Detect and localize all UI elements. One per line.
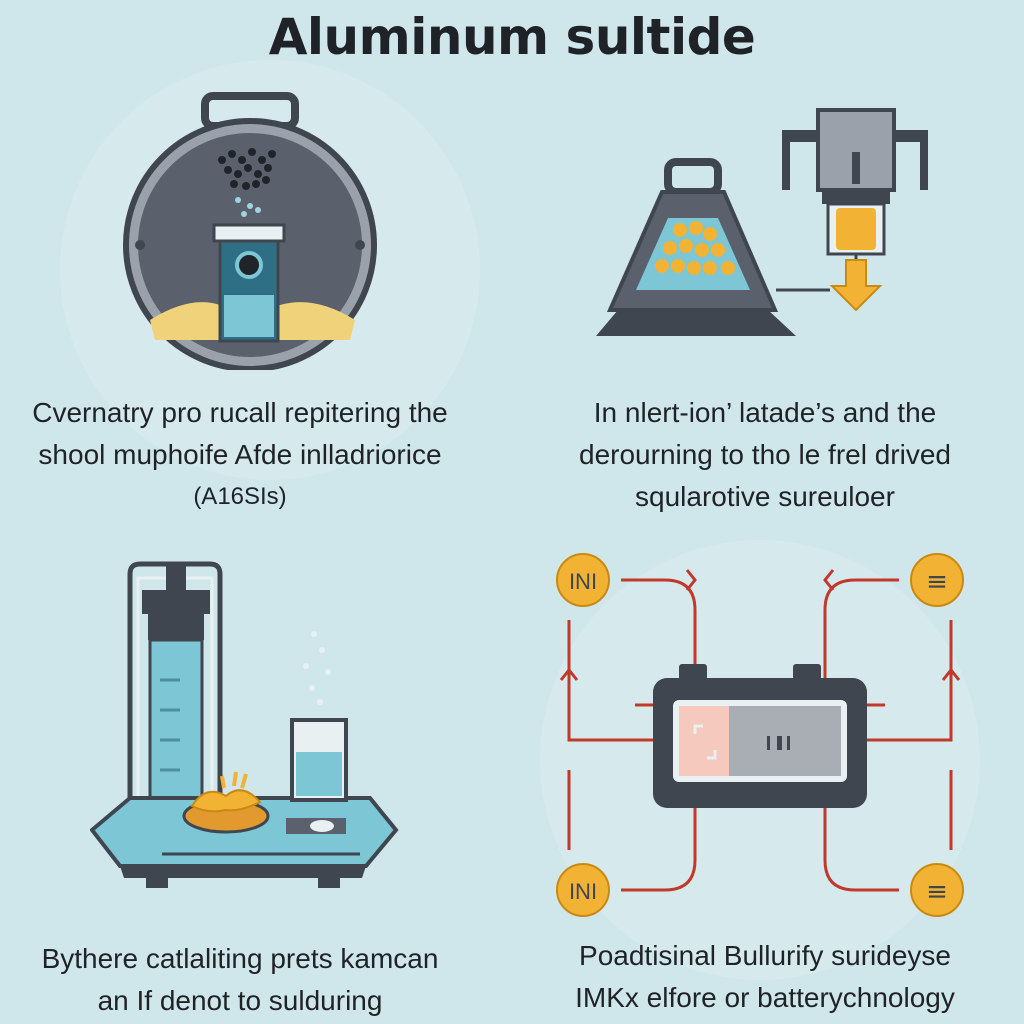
page-title: Aluminum sultide [268,8,756,66]
vial-liquid [836,208,876,250]
reactor-illustration [596,108,928,336]
rim-bolt [355,240,365,250]
node-label: INI [569,879,597,904]
node-label: INI [569,569,597,594]
column-top [166,562,186,592]
caption-bottom-left: Bythere catlaliting prets kamcan an If d… [10,938,470,1022]
glass-column [148,638,204,820]
lab-apparatus-illustration [90,561,399,888]
node-label: ≡ [926,567,948,597]
caption-line: Cvernatry pro rucall repitering the [32,397,448,428]
circuit-node-top-left [556,553,610,607]
vapor-lines [220,771,248,789]
control-knob[interactable] [310,820,334,832]
battery-terminal-negative [679,664,707,680]
bench-foot [318,878,340,888]
dispenser-collar [822,190,890,204]
caption-line: Bythere catlaliting prets kamcan [41,943,439,974]
crucible-window [235,251,263,279]
wire-arrows [559,569,961,681]
caption-line: sqularotive sureuloer [635,481,895,512]
circuit-node-bottom-right [910,863,964,917]
charge-level [679,706,729,776]
bench-foot [146,878,168,888]
display-bars [767,736,790,750]
rim-bolt [135,240,145,250]
display-glyph [693,724,717,760]
flask-particles [655,221,735,275]
circuit-node-bottom-left [556,863,610,917]
column-cap [142,590,210,614]
column-markings [160,678,180,772]
empty-capacity [729,706,841,776]
caption-line: shool muphoife Afde inlladriorice [38,439,442,470]
caption-line: derourning to tho le frel drived [579,439,951,470]
caption-bottom-right: Poadtisinal Bullurify surideyse IMKx elf… [530,935,1000,1019]
bubbles [303,631,331,705]
crucible-lid [212,223,286,243]
falling-particles [235,197,261,217]
column-collar [148,614,204,640]
caption-line: an If denot to sulduring [97,985,383,1016]
sulfur-sample [190,789,262,813]
chemical-formula: (A16SIs) [193,483,287,510]
furnace-illustration [123,92,377,370]
circuit-node-top-right [910,553,964,607]
caption-line: In nlert-ion’ latade’s and the [593,397,937,428]
beaker-liquid [296,752,342,796]
flask-base [596,310,796,336]
flask-handle [664,158,722,196]
particle-cloud [218,148,276,190]
crucible-liquid [224,295,274,337]
bench-edge [120,866,366,878]
dispenser-slot [852,152,860,184]
caption-line: IMKx elfore or batterychnology [575,982,955,1013]
battery-terminal-positive [793,664,821,680]
caption-line: Poadtisinal Bullurify surideyse [579,940,951,971]
down-arrow-icon [829,259,883,312]
node-label: ≡ [926,877,948,907]
caption-top-left: Cvernatry pro rucall repitering the shoo… [10,392,470,518]
battery-circuit-illustration: INI ≡ INI ≡ [556,553,964,917]
caption-top-right: In nlert-ion’ latade’s and the derournin… [540,392,990,518]
